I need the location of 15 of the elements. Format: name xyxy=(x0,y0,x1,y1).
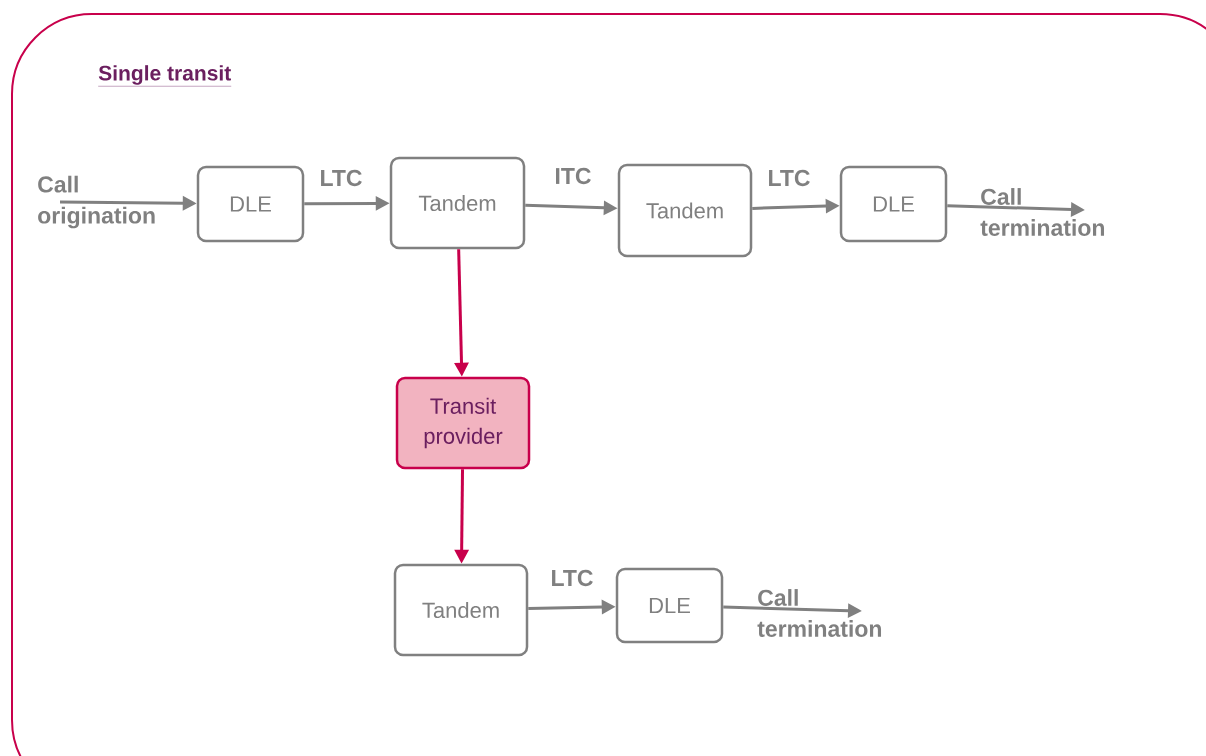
provider-box: Transit provider xyxy=(395,376,531,470)
process-box: DLE xyxy=(839,165,948,243)
process-box: Tandem xyxy=(617,163,753,258)
edge-label: Call termination xyxy=(980,188,1104,236)
edge-label: Call origination xyxy=(38,175,155,229)
edge-label: LTC xyxy=(321,169,362,187)
edge-label: LTC xyxy=(769,169,810,187)
process-box: Tandem xyxy=(393,563,529,657)
process-box: DLE xyxy=(196,165,305,243)
title: Single transit xyxy=(98,65,232,87)
edge-label: ITC xyxy=(556,167,591,185)
process-box: DLE xyxy=(615,567,724,644)
process-box: Tandem xyxy=(389,156,526,250)
edge-label: LTC xyxy=(552,569,593,587)
edge-label: Call termination xyxy=(757,589,881,637)
